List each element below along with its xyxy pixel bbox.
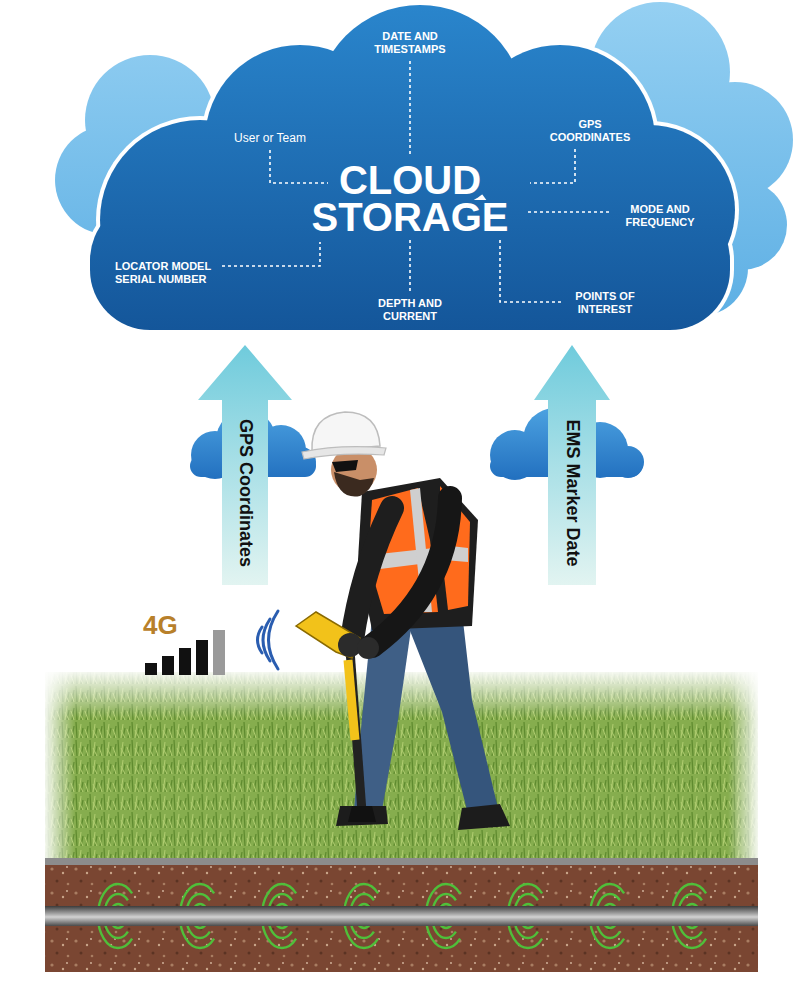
label-holder: DATE AND TIMESTAMPS (363, 30, 458, 56)
signal-bars (213, 630, 225, 675)
worker-figure (332, 460, 358, 472)
arrow-label: GPS Coordinates (235, 418, 256, 566)
label-holder: GPS COORDINATES (543, 118, 638, 144)
label-holder: DEPTH AND CURRENT (365, 297, 455, 323)
leader-line (528, 211, 612, 213)
data-field-label: LOCATOR MODEL SERIAL NUMBER (115, 260, 240, 286)
label-holder: POINTS OF INTEREST (560, 290, 650, 316)
data-field-label: User or Team (210, 131, 330, 145)
signal-bars (196, 640, 208, 675)
arrow-label: EMS Marker Date (562, 419, 583, 566)
worker-figure (405, 612, 498, 814)
leader-line (222, 61, 612, 302)
leader-line (500, 240, 563, 302)
worker-figure (458, 804, 510, 830)
soil-layer (45, 864, 758, 972)
pipe (45, 906, 758, 926)
grass-field (45, 668, 758, 864)
data-field-label: POINTS OF INTEREST (560, 290, 650, 316)
wireless-waves (258, 627, 263, 653)
cloud-shape (90, 5, 735, 330)
worker-figure (348, 806, 376, 822)
label-holder: MODE AND FREQUENCY (613, 203, 708, 229)
data-field-label: GPS COORDINATES (543, 118, 638, 144)
cloud-shape (565, 125, 735, 295)
leader-line (530, 149, 575, 183)
wireless-waves (258, 611, 279, 669)
worker-figure (372, 498, 450, 646)
leader-line (409, 240, 411, 292)
arrow-label-holder: GPS Coordinates (235, 418, 256, 566)
worker-figure (348, 660, 355, 740)
arrow-shape (534, 345, 610, 585)
label-holder: User or Team (210, 131, 330, 145)
leader-line (222, 242, 320, 266)
soil-layer (45, 858, 758, 972)
signal-bars (162, 656, 174, 675)
worker-figure (336, 806, 388, 826)
leader-line (270, 150, 328, 183)
data-field-label: MODE AND FREQUENCY (613, 203, 708, 229)
data-field-label: DATE AND TIMESTAMPS (363, 30, 458, 56)
network-label: 4G (143, 610, 203, 641)
cloud-outline (86, 1, 739, 334)
soil-layer (45, 858, 758, 865)
wireless-waves (269, 611, 279, 669)
upload-arrow: GPS Coordinates (198, 345, 292, 585)
grass-field (45, 668, 75, 864)
cloud-node: CLOUD STORAGE (295, 162, 525, 236)
label-holder: LOCATOR MODEL SERIAL NUMBER (115, 260, 240, 286)
signal-bars (179, 648, 191, 675)
worker-figure (357, 637, 379, 659)
worker-figure (334, 472, 374, 497)
label-holder: 4G (143, 610, 203, 641)
worker-figure (302, 447, 386, 459)
data-field-label: DEPTH AND CURRENT (365, 297, 455, 323)
arrow-shape (198, 345, 292, 585)
leader-line (409, 61, 411, 155)
arrow-label-holder: EMS Marker Date (562, 419, 583, 566)
upload-arrow: EMS Marker Date (534, 345, 610, 585)
worker-figure (296, 412, 510, 830)
grass-field (728, 668, 758, 864)
pipe (45, 906, 758, 926)
worker-figure (312, 412, 380, 452)
cloud-title: CLOUD STORAGE (295, 162, 525, 236)
signal-bars (145, 663, 157, 675)
